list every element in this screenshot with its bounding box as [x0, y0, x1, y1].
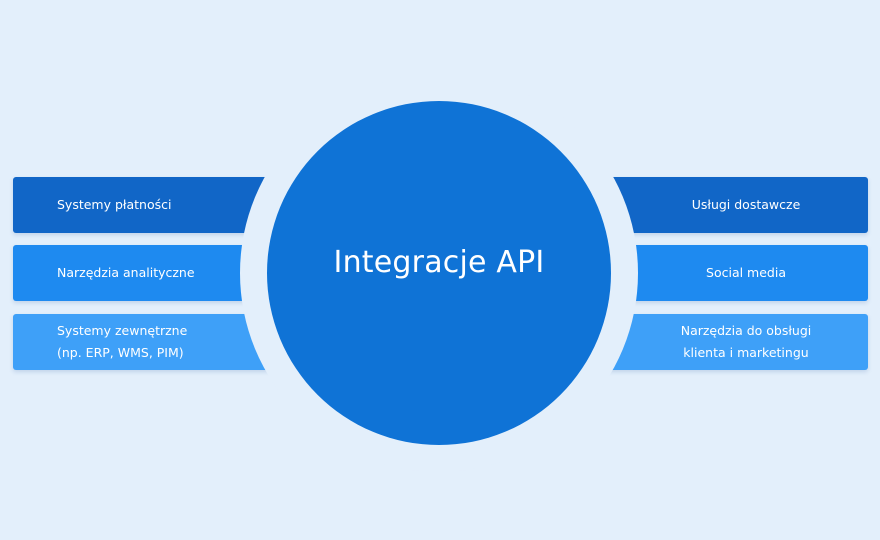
left-item-analytics-tools: Narzędzia analityczne	[13, 245, 271, 301]
left-item-label: Narzędzia analityczne	[57, 265, 195, 280]
center-circle: Integracje API	[267, 101, 611, 445]
left-item-label: Systemy płatności	[57, 197, 172, 212]
center-title: Integracje API	[333, 244, 545, 280]
right-item-delivery-services: Usługi dostawcze	[606, 177, 868, 233]
left-item-label: Systemy zewnętrzne (np. ERP, WMS, PIM)	[57, 323, 188, 360]
right-item-label: Narzędzia do obsługi klienta i marketing…	[680, 323, 812, 360]
right-item-label: Usługi dostawcze	[691, 197, 801, 212]
right-item-label: Social media	[706, 265, 786, 280]
left-item-external-systems: Systemy zewnętrzne (np. ERP, WMS, PIM)	[13, 314, 271, 370]
right-item-customer-marketing-tools: Narzędzia do obsługi klienta i marketing…	[606, 314, 868, 370]
right-item-social-media: Social media	[606, 245, 868, 301]
left-item-payment-systems: Systemy płatności	[13, 177, 271, 233]
